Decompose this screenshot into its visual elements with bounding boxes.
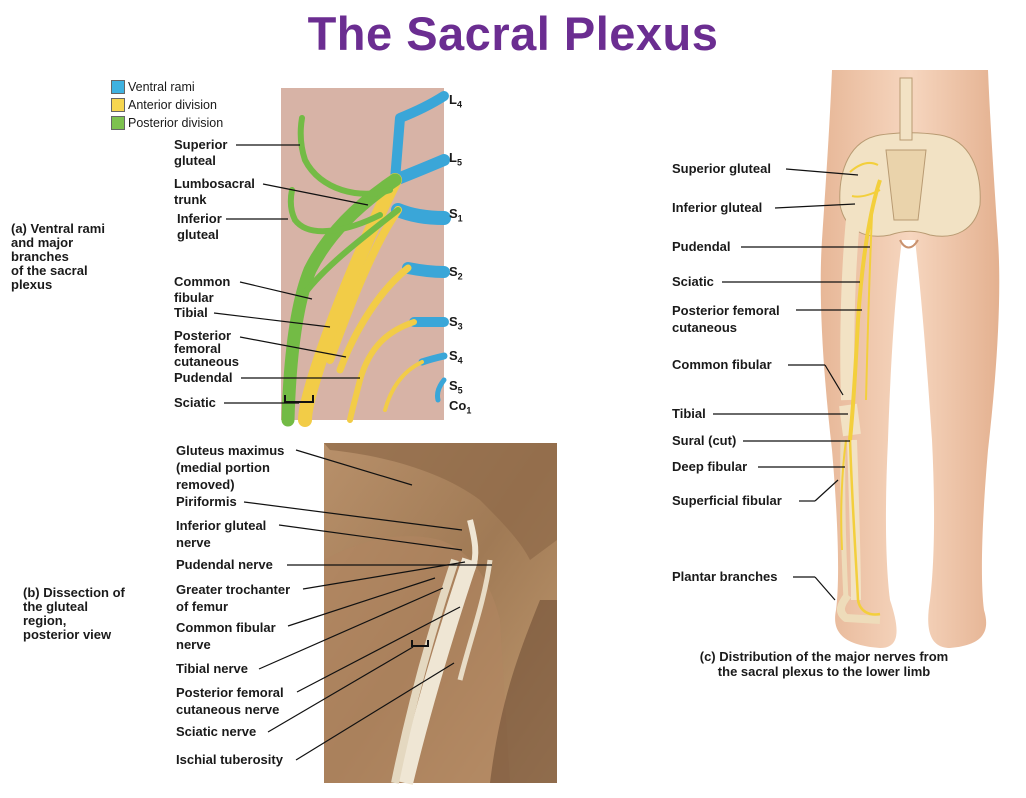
ventral-ramus-s2 bbox=[402, 262, 450, 278]
panel-b-caption: (b) Dissection of the gluteal region, po… bbox=[23, 585, 125, 642]
panel-a-leader-lines bbox=[213, 144, 369, 404]
dissection-photo bbox=[324, 443, 557, 785]
label-common-fibular-nerve: Common fibular nerve bbox=[176, 620, 276, 652]
label-gluteus-maximus: Gluteus maximus (medial portion removed) bbox=[176, 443, 285, 492]
ventral-ramus-l4 bbox=[395, 91, 449, 123]
label-c-sciatic: Sciatic bbox=[672, 274, 714, 289]
sciatic-nerve-path bbox=[848, 179, 882, 441]
label-c-deep-fibular: Deep fibular bbox=[672, 459, 748, 474]
root-label-s1: S1 bbox=[449, 206, 463, 224]
sciatic-bracket bbox=[284, 395, 314, 403]
root-label-s3: S3 bbox=[449, 314, 463, 332]
root-label-s2: S2 bbox=[449, 264, 463, 282]
legend-swatch-ventral-rami bbox=[111, 80, 125, 94]
label-tibial-nerve: Tibial nerve bbox=[176, 661, 249, 676]
root-label-l4: L4 bbox=[449, 92, 462, 110]
label-posterior-femoral-cutaneous: Posterior femoral cutaneous bbox=[174, 328, 240, 369]
page-title: The Sacral Plexus bbox=[307, 7, 719, 60]
legend-label-ventral-rami: Ventral rami bbox=[128, 80, 195, 94]
pudendal-branch bbox=[347, 319, 417, 423]
panel-b-leader-lines bbox=[243, 449, 492, 761]
root-label-co1: Co1 bbox=[449, 398, 472, 416]
root-label-l5: L5 bbox=[449, 150, 462, 168]
label-sciatic-nerve: Sciatic nerve bbox=[176, 724, 257, 739]
label-lumbosacral-trunk: Lumbosacral trunk bbox=[174, 176, 255, 207]
label-inferior-gluteal-nerve: Inferior gluteal nerve bbox=[176, 518, 267, 550]
ventral-ramus-s5 bbox=[435, 377, 447, 403]
panel-a-caption: (a) Ventral rami and major branches of t… bbox=[11, 221, 105, 292]
superior-gluteal-branch bbox=[297, 115, 393, 197]
label-c-plantar-branches: Plantar branches bbox=[672, 569, 778, 584]
label-sciatic: Sciatic bbox=[174, 395, 216, 410]
plexus-diagram bbox=[281, 88, 451, 427]
root-label-s5: S5 bbox=[449, 378, 463, 396]
label-c-common-fibular: Common fibular bbox=[672, 357, 772, 372]
label-posterior-femoral-cutaneous-nerve: Posterior femoral cutaneous nerve bbox=[176, 685, 284, 717]
legend-swatch-anterior-division bbox=[111, 98, 125, 112]
lower-limb-illustration bbox=[820, 70, 1000, 648]
label-greater-trochanter: Greater trochanter of femur bbox=[176, 582, 291, 614]
root-label-s4: S4 bbox=[449, 348, 463, 366]
label-c-tibial: Tibial bbox=[672, 406, 706, 421]
label-superior-gluteal: Superior gluteal bbox=[174, 137, 228, 168]
legend-label-anterior-division: Anterior division bbox=[128, 98, 217, 112]
label-tibial: Tibial bbox=[174, 305, 208, 320]
label-inferior-gluteal: Inferior gluteal bbox=[177, 211, 222, 242]
label-c-pudendal: Pudendal bbox=[672, 239, 731, 254]
label-c-superior-gluteal: Superior gluteal bbox=[672, 161, 771, 176]
label-common-fibular: Common fibular bbox=[174, 274, 231, 305]
label-pudendal-nerve: Pudendal nerve bbox=[176, 557, 273, 572]
label-piriformis: Piriformis bbox=[176, 494, 237, 509]
panel-c-leader-lines bbox=[713, 168, 870, 601]
ventral-ramus-s1 bbox=[391, 203, 451, 225]
inferior-gluteal-branch bbox=[287, 187, 383, 235]
label-c-sural: Sural (cut) bbox=[672, 433, 737, 448]
panel-c-caption: (c) Distribution of the major nerves fro… bbox=[699, 649, 949, 679]
legend-swatch-posterior-division bbox=[111, 116, 125, 130]
label-c-inferior-gluteal: Inferior gluteal bbox=[672, 200, 763, 215]
label-ischial-tuberosity: Ischial tuberosity bbox=[176, 752, 283, 767]
legend-label-posterior-division: Posterior division bbox=[128, 116, 224, 130]
label-c-superficial-fibular: Superficial fibular bbox=[672, 493, 782, 508]
label-pudendal: Pudendal bbox=[174, 370, 233, 385]
common-fibular-trunk bbox=[281, 173, 402, 427]
label-c-posterior-femoral-cutaneous: Posterior femoral cutaneous bbox=[672, 303, 780, 335]
